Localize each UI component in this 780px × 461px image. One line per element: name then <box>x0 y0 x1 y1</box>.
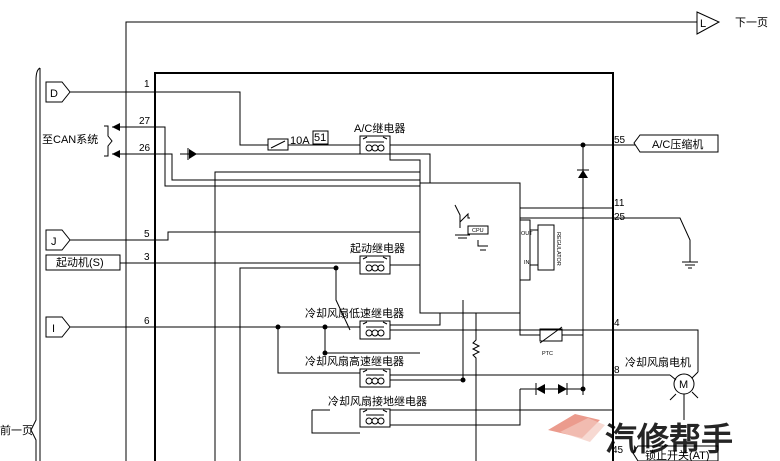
connector-I-label: I <box>52 323 55 335</box>
pin-26: 26 <box>139 143 151 154</box>
regulator: OUT IN REGULATOR <box>520 219 561 281</box>
starter-label: 起动机(S) <box>56 255 104 269</box>
fan-high-relay <box>359 368 391 388</box>
pin-55: 55 <box>614 135 626 146</box>
in-label: IN <box>524 260 530 266</box>
diode-right <box>578 170 588 178</box>
pin-5: 5 <box>144 229 150 240</box>
ac-compressor-box: A/C压缩机 <box>633 134 719 153</box>
wire-25 <box>520 217 691 262</box>
fan-high-relay-label: 冷却风扇高速继电器 <box>305 354 404 368</box>
arrow-26 <box>112 150 120 158</box>
fuse-rating: 10A <box>290 135 310 147</box>
ptc-label: PTC <box>542 351 553 357</box>
fan-ground-relay-label: 冷却风扇接地继电器 <box>328 394 427 408</box>
cpu-label: CPU <box>472 228 484 234</box>
next-page-label: 下一页 <box>735 17 768 29</box>
ecu-box <box>154 72 614 461</box>
pin-1: 1 <box>144 79 150 90</box>
cpu-chip: CPU <box>454 204 489 251</box>
pin-11: 11 <box>614 198 625 209</box>
watermark: 汽修帮手 <box>548 414 733 458</box>
lock-switch-box: 锁止开关(AT) <box>632 445 719 461</box>
top-wire <box>125 21 697 461</box>
ac-relay <box>359 135 391 155</box>
resistor <box>471 313 481 461</box>
pin-45: 45 <box>612 445 624 456</box>
connector-L-label: L <box>700 18 706 30</box>
can-bracket <box>104 125 113 157</box>
fan-low-relay <box>359 320 391 340</box>
pin-8: 8 <box>614 365 620 376</box>
diode-bottom-2 <box>558 384 567 394</box>
lock-switch-label: 锁止开关(AT) <box>645 448 710 461</box>
ground-25 <box>682 261 698 269</box>
wire-27 <box>112 126 420 187</box>
diode-bottom-1 <box>536 384 545 394</box>
connector-D-label: D <box>50 88 58 100</box>
can-system-label: 至CAN系统 <box>42 133 98 146</box>
watermark-text: 汽修帮手 <box>605 420 733 458</box>
connector-L[interactable]: L <box>696 11 721 35</box>
arrow-27 <box>112 123 120 131</box>
start-relay <box>359 255 391 275</box>
ptc-element: PTC <box>519 300 583 357</box>
fan-motor-label: 冷却风扇电机 <box>625 355 691 369</box>
ac-relay-label: A/C继电器 <box>354 122 405 135</box>
fuse-10a: 10A 51 <box>267 130 329 151</box>
connector-J[interactable]: J <box>45 229 71 251</box>
start-relay-label: 起动继电器 <box>350 242 405 255</box>
fan-low-relay-label: 冷却风扇低速继电器 <box>305 306 404 320</box>
pin-3: 3 <box>144 252 150 263</box>
prev-page-label: 前一页 <box>0 423 33 437</box>
fan-ground-relay <box>359 408 391 428</box>
pin-6: 6 <box>144 316 150 327</box>
pin-25: 25 <box>614 212 626 223</box>
connector-D[interactable]: D <box>45 81 71 103</box>
fuse-number: 51 <box>314 132 326 144</box>
motor-symbol: M <box>679 379 688 391</box>
diode-top <box>189 149 197 159</box>
out-label: OUT <box>521 231 533 237</box>
pin-4: 4 <box>614 318 620 329</box>
wire-diode-top <box>180 153 431 186</box>
fan-motor: M <box>613 370 699 420</box>
connector-J-label: J <box>51 236 57 248</box>
regulator-label: REGULATOR <box>555 232 561 266</box>
wire-ac-down <box>389 150 421 186</box>
control-module <box>419 182 521 314</box>
wire-D <box>70 91 268 146</box>
wire-J <box>70 231 420 241</box>
pin-27: 27 <box>139 116 151 127</box>
ac-compressor-label: A/C压缩机 <box>652 137 703 151</box>
wire-26 <box>112 153 420 181</box>
connector-I[interactable]: I <box>45 316 71 338</box>
left-bracket <box>30 67 41 461</box>
